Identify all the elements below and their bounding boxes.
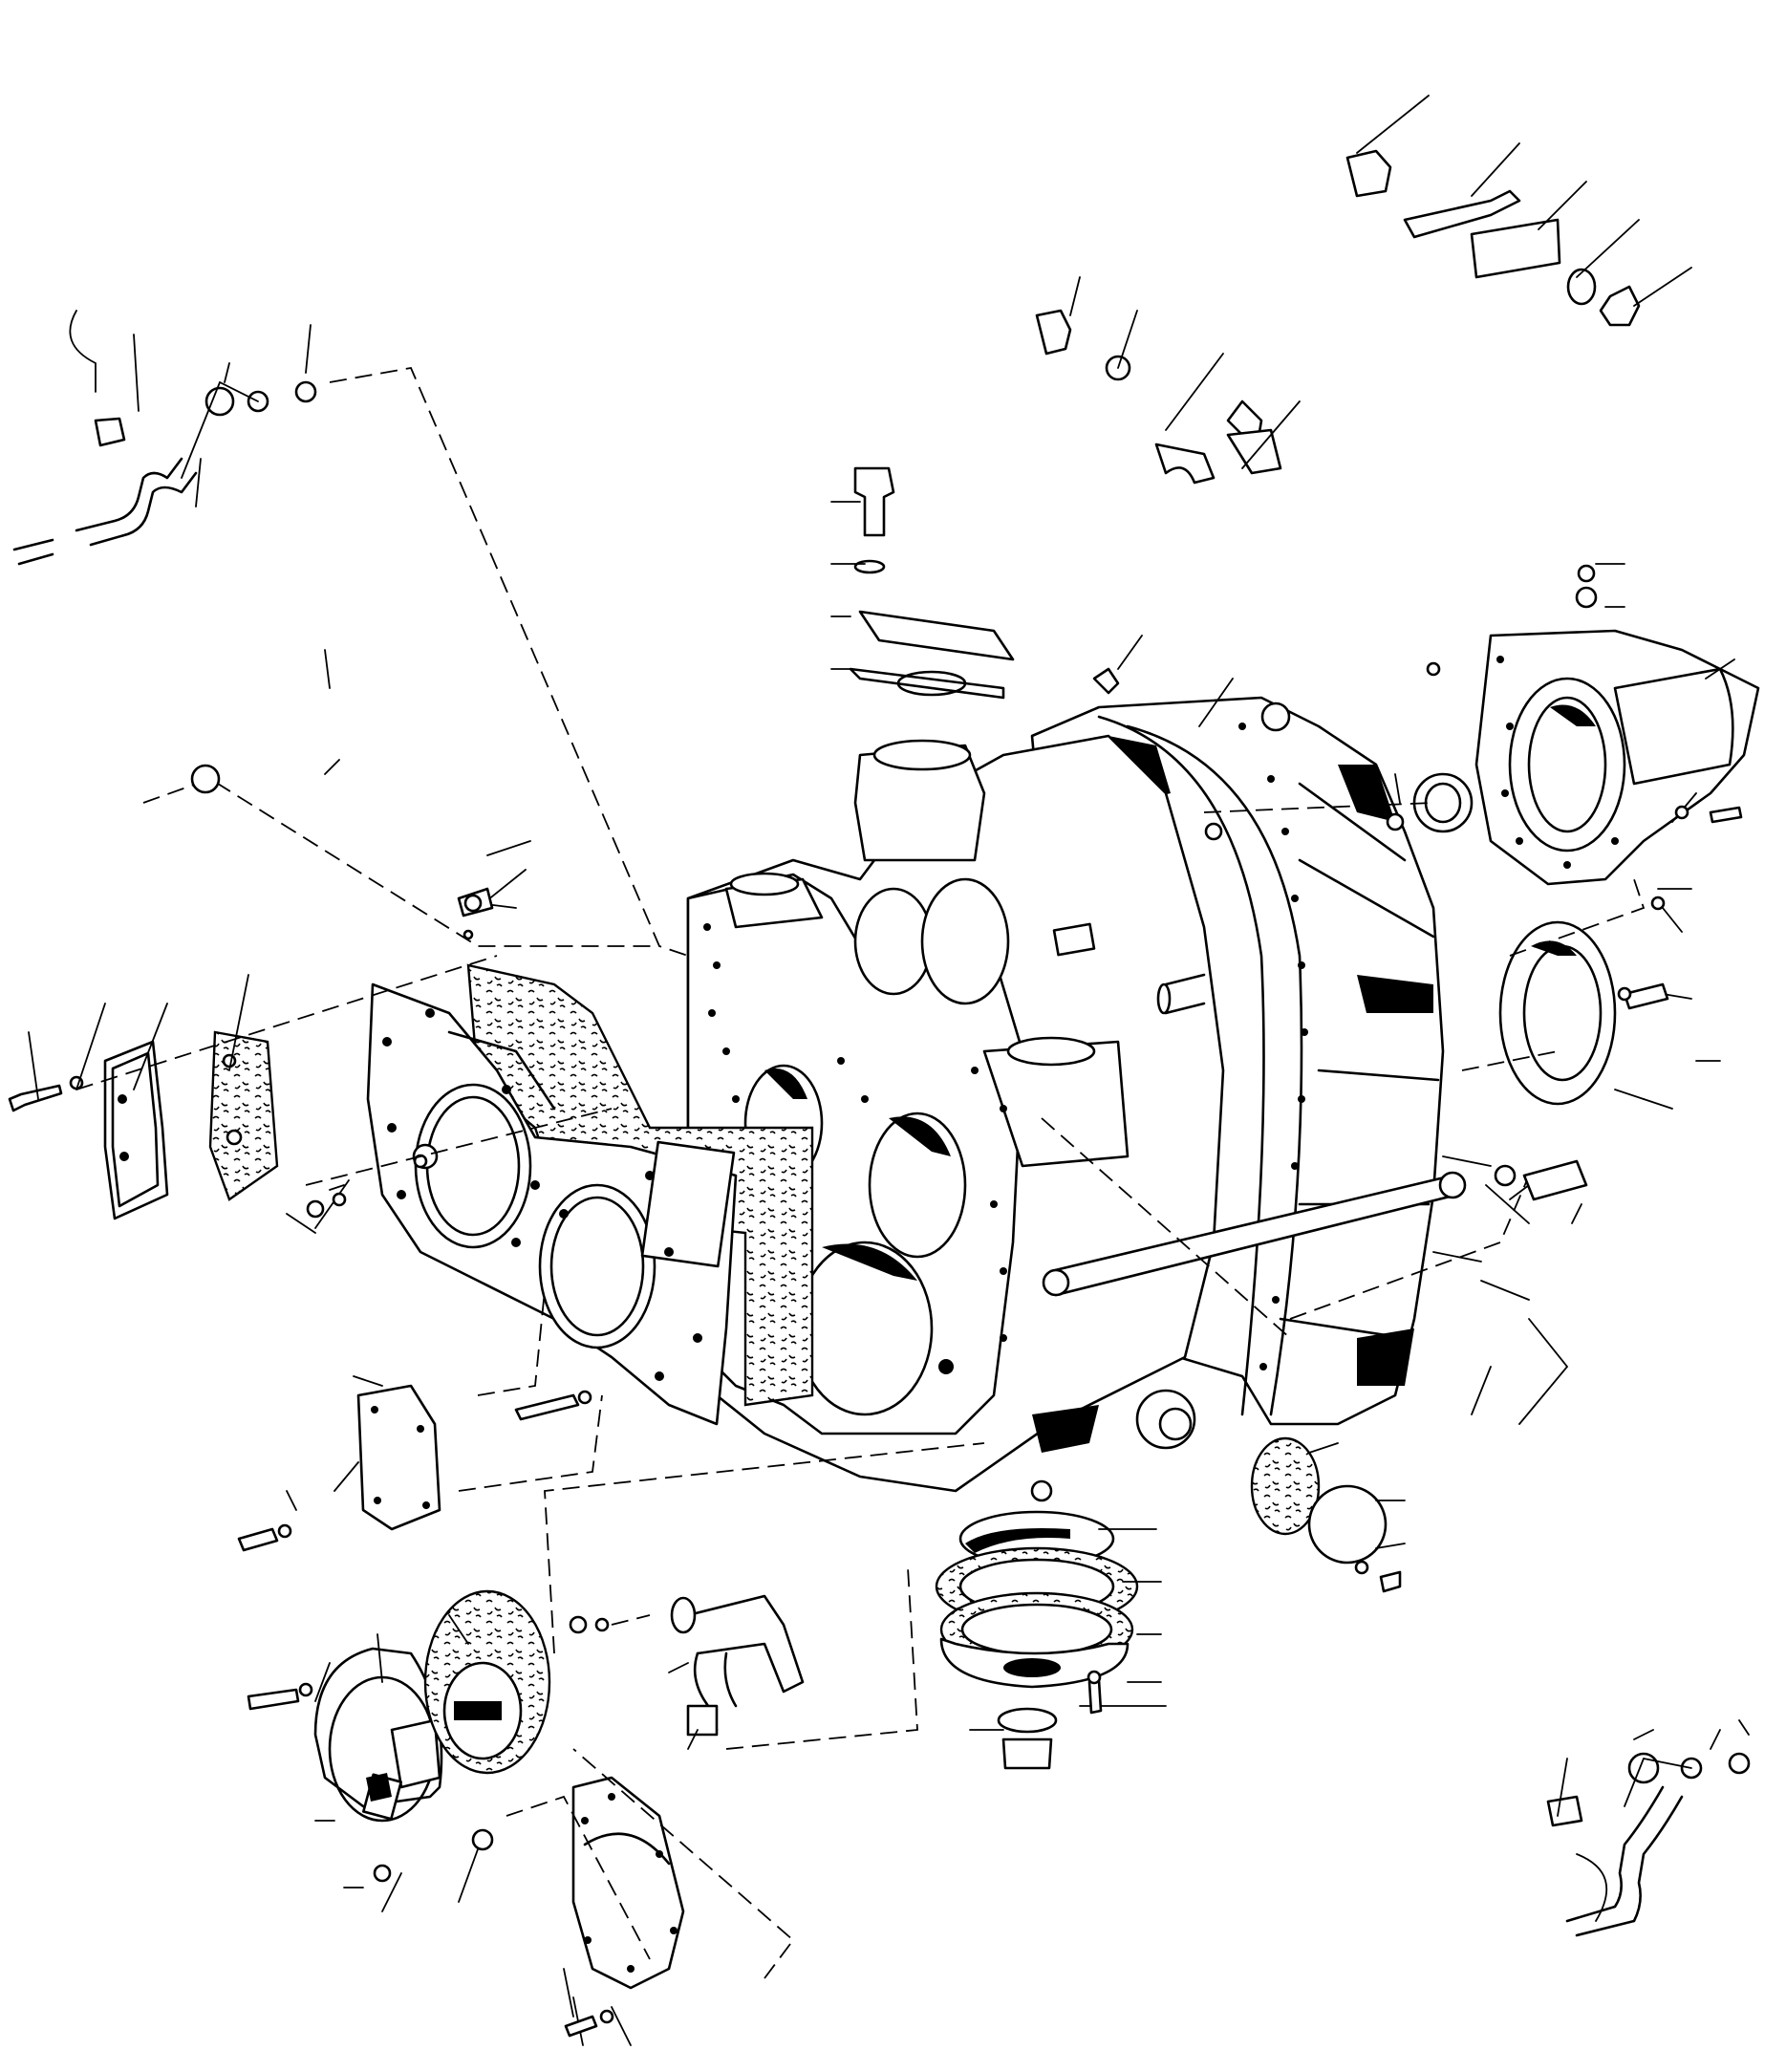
pump-gasket — [423, 1589, 551, 1775]
top-left-hose — [12, 310, 317, 566]
breather-assembly — [1250, 1436, 1388, 1565]
transmission-housing — [686, 696, 1467, 1502]
top-cover-plate — [849, 610, 1015, 700]
pump-housing — [313, 1647, 443, 1823]
mount-plate-lower — [1226, 399, 1282, 475]
top-flange-bolt — [1035, 309, 1131, 381]
front-gear-cover — [366, 963, 814, 1426]
top-bolt — [853, 466, 895, 574]
top-right-bracket — [1345, 149, 1641, 327]
left-bolt — [8, 1075, 84, 1112]
rear-seal-cover — [1498, 920, 1617, 1106]
assembly-lines — [75, 366, 1646, 1979]
lower-cover-plate — [571, 1776, 685, 1990]
bottom-right-hose — [1546, 1752, 1751, 1937]
round-cover-plate — [356, 1384, 441, 1531]
left-cover-plate — [103, 1040, 169, 1220]
strainer-screen — [935, 1510, 1139, 1770]
fasteners — [190, 564, 1743, 2038]
oil-pipe — [670, 1594, 805, 1737]
rear-adapter-housing — [1474, 629, 1760, 886]
mount-plate-upper — [1154, 442, 1216, 485]
left-cover-gasket — [208, 1030, 279, 1201]
